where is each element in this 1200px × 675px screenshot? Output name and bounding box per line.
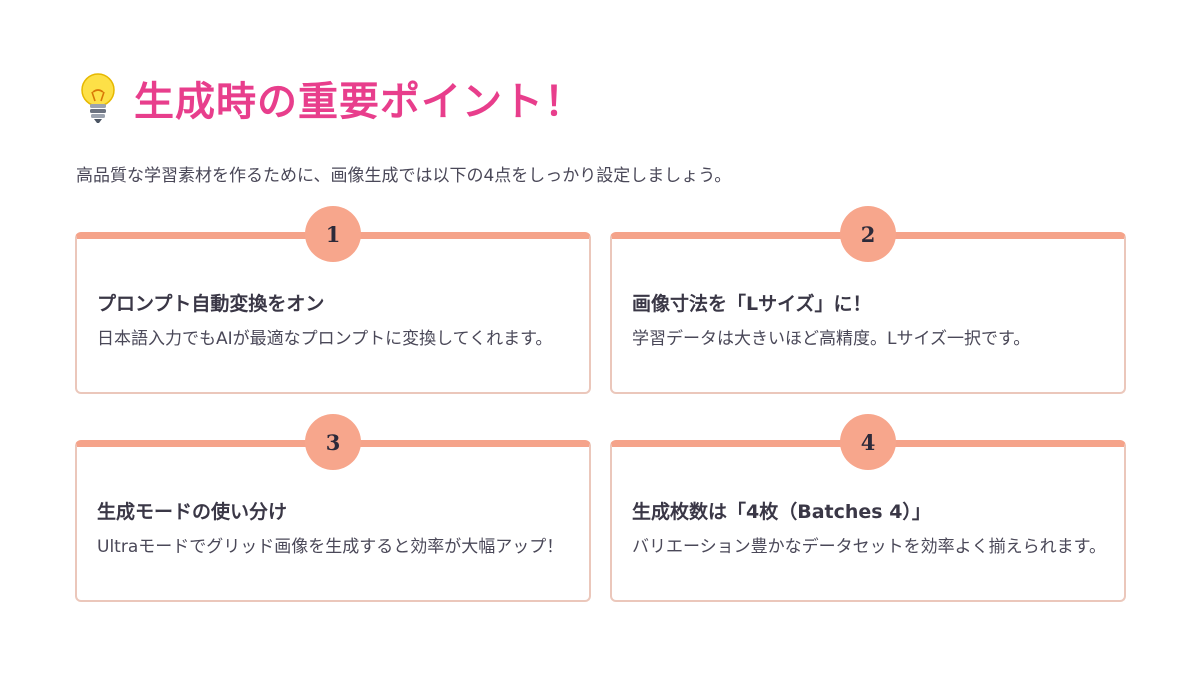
- lightbulb-icon: [81, 73, 115, 123]
- number-badge: 4: [840, 414, 896, 470]
- number-badge: 2: [840, 206, 896, 262]
- card-text: 学習データは大きいほど高精度。Lサイズ一択です。: [632, 329, 1031, 349]
- number-badge: 1: [305, 206, 361, 262]
- point-card-4: 4 生成枚数は「4枚（Batches 4）」 バリエーション豊かなデータセットを…: [610, 414, 1126, 602]
- point-card-2: 2 画像寸法を「Lサイズ」に！ 学習データは大きいほど高精度。Lサイズ一択です。: [610, 206, 1126, 394]
- card-text: バリエーション豊かなデータセットを効率よく揃えられます。: [632, 537, 1106, 557]
- card-title: 生成枚数は「4枚（Batches 4）」: [632, 501, 931, 523]
- page-title: 生成時の重要ポイント！: [134, 79, 585, 125]
- point-card-1: 1 プロンプト自動変換をオン 日本語入力でもAIが最適なプロンプトに変換してくれ…: [75, 206, 591, 394]
- card-title: 画像寸法を「Lサイズ」に！: [632, 293, 872, 315]
- card-title: 生成モードの使い分け: [97, 501, 288, 523]
- point-card-3: 3 生成モードの使い分け Ultraモードでグリッド画像を生成すると効率が大幅ア…: [75, 414, 591, 602]
- card-title: プロンプト自動変換をオン: [97, 293, 325, 315]
- card-text: 日本語入力でもAIが最適なプロンプトに変換してくれます。: [97, 329, 553, 349]
- intro-text: 高品質な学習素材を作るために、画像生成では以下の4点をしっかり設定しましょう。: [76, 166, 732, 186]
- card-text: Ultraモードでグリッド画像を生成すると効率が大幅アップ！: [97, 537, 564, 557]
- number-badge: 3: [305, 414, 361, 470]
- title-row: 生成時の重要ポイント！: [76, 70, 585, 126]
